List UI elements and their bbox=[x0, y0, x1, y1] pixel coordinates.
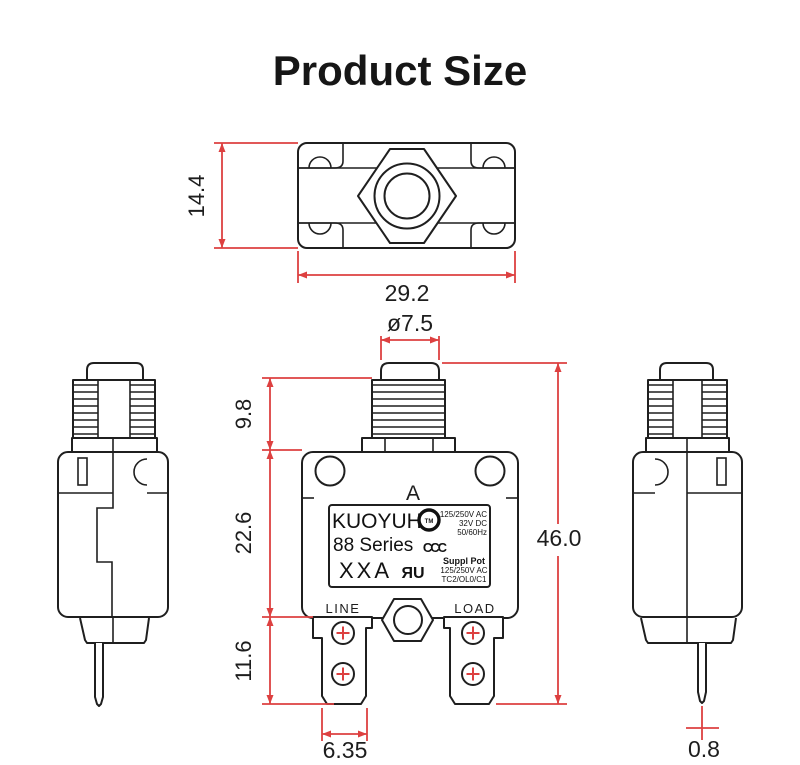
top-hex-nut bbox=[357, 148, 457, 244]
right-bushing bbox=[647, 379, 728, 439]
ccc-mark-icon: CCC bbox=[423, 540, 448, 555]
trademark-icon bbox=[417, 508, 441, 532]
top-button-circle bbox=[383, 172, 431, 220]
right-thread-ribs bbox=[648, 380, 727, 438]
brand-text: KUOYUH bbox=[332, 510, 422, 533]
ul-mark-icon: ЯU bbox=[401, 565, 424, 582]
page-title: Product Size bbox=[273, 47, 527, 94]
top-view bbox=[297, 142, 516, 249]
right-terminal-pin bbox=[697, 643, 707, 704]
terminal-holes bbox=[331, 621, 485, 686]
top-bushing-circle bbox=[373, 162, 441, 230]
dim-terminal-height: 11.6 bbox=[231, 640, 256, 681]
rating-voltage-ac: 125/250V AC bbox=[440, 510, 487, 519]
dim-top-height: 14.4 bbox=[184, 175, 209, 218]
left-terminal-pin bbox=[94, 643, 104, 707]
dim-button-height: 9.8 bbox=[231, 399, 256, 430]
left-bushing bbox=[72, 379, 156, 439]
left-body-slot bbox=[77, 457, 88, 486]
right-body-slot bbox=[716, 457, 727, 486]
dimension-lines bbox=[214, 142, 719, 741]
load-terminal-blade bbox=[443, 616, 504, 705]
side-view-right bbox=[632, 362, 743, 704]
approval-line-1: Suppl Pot bbox=[443, 556, 485, 566]
right-bottom-flange bbox=[640, 617, 737, 644]
dim-terminal-width: 6.35 bbox=[323, 737, 368, 763]
left-bottom-flange bbox=[79, 617, 150, 644]
dim-button-diameter: ø7.5 bbox=[387, 310, 433, 336]
left-body-arc bbox=[133, 458, 148, 486]
left-bushing-base bbox=[71, 437, 158, 453]
front-threaded-bushing bbox=[371, 379, 446, 439]
nameplate: KUOYUH TM 88 Series CCC 125/250V AC 32V … bbox=[328, 504, 491, 588]
dim-body-height: 22.6 bbox=[231, 512, 256, 555]
left-body-parting-line bbox=[96, 452, 114, 617]
approval-line-2: 125/250V AC bbox=[440, 566, 487, 575]
top-corner-br bbox=[470, 222, 514, 247]
current-rating-text: XXA bbox=[339, 558, 392, 583]
terminal-hole-cross-marks bbox=[336, 626, 480, 681]
front-mount-hole-right bbox=[474, 455, 506, 487]
approval-line-3: TC2/OL0/C1 bbox=[442, 575, 487, 584]
front-button-cap bbox=[380, 362, 440, 381]
dim-overall-height: 46.0 bbox=[537, 525, 582, 551]
front-mount-hole-left bbox=[314, 455, 346, 487]
position-mark: A bbox=[406, 482, 420, 505]
top-corner-arc-bl bbox=[308, 222, 332, 235]
left-button-cap bbox=[86, 362, 144, 381]
trademark-text: TM bbox=[425, 519, 434, 525]
top-corner-arc-tl bbox=[308, 156, 332, 169]
dim-top-width: 29.2 bbox=[385, 280, 430, 306]
side-view-left bbox=[57, 362, 169, 707]
line-terminal-blade bbox=[312, 616, 373, 705]
dim-pin-thickness: 0.8 bbox=[688, 736, 720, 762]
front-bushing-base bbox=[361, 437, 456, 453]
right-button-cap bbox=[659, 362, 714, 381]
top-corner-arc-br bbox=[482, 222, 506, 235]
top-corner-tr bbox=[470, 144, 514, 169]
front-view: A KUOYUH TM 88 Series CCC 125/250V AC 32… bbox=[301, 362, 519, 705]
top-corner-bl bbox=[299, 222, 344, 247]
dimension-labels: 14.4 29.2 ø7.5 9.8 22.6 11.6 46.0 6.35 0… bbox=[184, 175, 720, 763]
line-terminal-label: LINE bbox=[326, 601, 361, 616]
load-terminal-label: LOAD bbox=[454, 601, 495, 616]
right-body-arc bbox=[654, 458, 669, 486]
front-boss-hole bbox=[393, 605, 423, 635]
left-thread-ribs bbox=[73, 380, 155, 438]
top-corner-arc-tr bbox=[482, 156, 506, 169]
front-thread-ribs bbox=[372, 384, 445, 435]
nameplate-border bbox=[328, 504, 491, 588]
rating-voltage-dc: 32V DC bbox=[459, 519, 487, 528]
series-text: 88 Series bbox=[333, 535, 413, 556]
top-corner-tl bbox=[299, 144, 344, 169]
rating-frequency: 50/60Hz bbox=[457, 528, 487, 537]
